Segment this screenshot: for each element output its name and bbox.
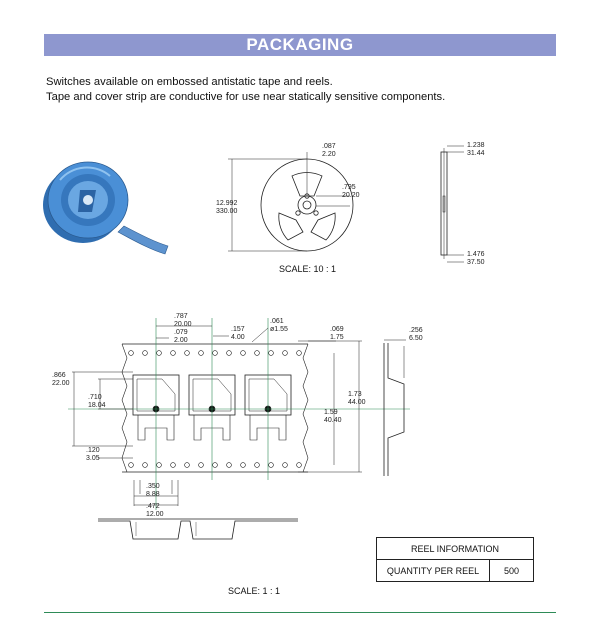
- reel-scale: SCALE: 10 : 1: [279, 264, 337, 274]
- tape-scale: SCALE: 1 : 1: [228, 586, 281, 596]
- qty-value: 500: [489, 559, 534, 582]
- intro-line-2: Tape and cover strip are conductive for …: [46, 91, 446, 103]
- sprocket-holes-top: [128, 350, 302, 356]
- sprocket-holes-bottom: [128, 462, 302, 468]
- intro-text: Switches available on embossed antistati…: [46, 75, 445, 105]
- section-banner: PACKAGING: [44, 34, 556, 56]
- qty-label: QUANTITY PER REEL: [376, 559, 490, 582]
- tape-top-view: [121, 343, 309, 473]
- tape-side-view: [383, 339, 406, 476]
- reel-info-table: REEL INFORMATION QUANTITY PER REEL 500: [376, 537, 534, 582]
- tape-dimension-lines: [72, 325, 362, 506]
- reel-illustration: [43, 161, 169, 255]
- footer-divider: [44, 612, 556, 613]
- reel-info-qty-row: QUANTITY PER REEL 500: [376, 559, 534, 582]
- reel-info-header: REEL INFORMATION: [376, 537, 534, 560]
- reel-info-header-row: REEL INFORMATION: [376, 537, 534, 560]
- tape-cross-section: [98, 518, 298, 540]
- reel-front-view: [228, 152, 354, 252]
- intro-line-1: Switches available on embossed antistati…: [46, 76, 333, 88]
- center-lines: [68, 318, 410, 510]
- reel-side-view: [440, 145, 464, 263]
